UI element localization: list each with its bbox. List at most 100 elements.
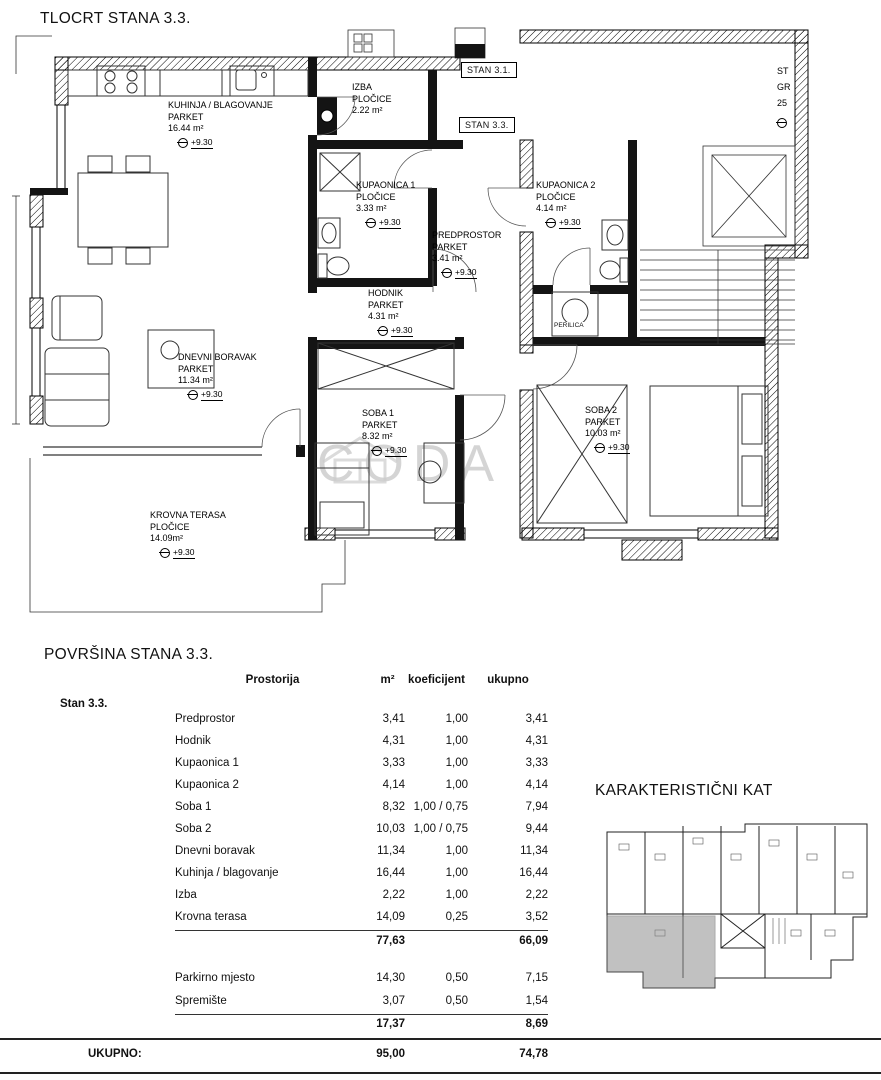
koef-cell: 1,00 xyxy=(445,713,468,725)
room-area: 4.14 m² xyxy=(536,203,567,214)
m2-cell: 4,14 xyxy=(382,779,405,791)
koef-cell: 1,00 xyxy=(445,735,468,747)
room-name: DNEVNI BORAVAK xyxy=(178,352,257,362)
koef-cell: 0,50 xyxy=(445,971,468,984)
total-cell: 4,31 xyxy=(525,735,548,747)
total-rule-top xyxy=(0,1038,881,1040)
koef-cell: 1,00 / 0,75 xyxy=(413,823,468,835)
room-label-hodnik: HODNIK PARKET 4.31 m² +9.30 xyxy=(368,288,413,340)
room-label-kupaonica-1: KUPAONICA 1 PLOČICE 3.33 m² +9.30 xyxy=(356,180,415,232)
koef-cell: 1,00 xyxy=(445,889,468,901)
subtotal-divider xyxy=(175,930,548,931)
elevation-marker: +9.30 xyxy=(377,326,413,338)
room-name-cell: Kupaonica 1 xyxy=(175,757,239,769)
total-cell: 1,54 xyxy=(525,994,548,1007)
grand-total-label: UKUPNO: xyxy=(88,1048,142,1060)
room-floor: PARKET xyxy=(168,111,204,122)
room-name: PREDPROSTOR xyxy=(432,230,502,240)
level-symbol-icon xyxy=(159,548,170,559)
room-area: 16.44 m² xyxy=(168,123,204,134)
room-floor: PARKET xyxy=(368,299,404,310)
koef-cell: 1,00 xyxy=(445,867,468,879)
apartment-tag-stan-3-1: STAN 3.1. xyxy=(461,62,517,78)
table-row: Spremište 3,07 0,50 1,54 xyxy=(175,989,548,1012)
terrace-outline xyxy=(12,35,346,613)
room-name: SOBA 2 xyxy=(585,405,618,415)
apartment-tag-stan-3-3: STAN 3.3. xyxy=(459,117,515,133)
total-cell: 3,33 xyxy=(525,757,548,769)
room-label-krovna-terasa: KROVNA TERASA PLOČICE 14.09m² +9.30 xyxy=(150,510,226,562)
koef-cell: 1,00 / 0,75 xyxy=(413,801,468,813)
room-name-cell: Krovna terasa xyxy=(175,911,247,923)
level-symbol-icon xyxy=(371,446,382,457)
room-label-kuhinja: KUHINJA / BLAGOVANJE PARKET 16.44 m² +9.… xyxy=(168,100,273,152)
room-label-dnevni-boravak: DNEVNI BORAVAK PARKET 11.34 m² +9.30 xyxy=(178,352,257,404)
edge-text-fragment: 25 xyxy=(777,98,788,108)
table-row: Hodnik 4,31 1,00 4,31 xyxy=(175,730,548,752)
room-name: KUHINJA / BLAGOVANJE xyxy=(168,100,273,110)
room-area: 3.33 m² xyxy=(356,203,387,214)
total-cell: 11,34 xyxy=(520,845,548,857)
level-symbol-icon xyxy=(377,326,388,337)
koef-cell: 1,00 xyxy=(445,757,468,769)
level-symbol-icon xyxy=(187,390,198,401)
key-plan-title: KARAKTERISTIČNI KAT xyxy=(595,782,773,799)
watermark: CODA xyxy=(315,432,505,494)
elevation-marker: +9.30 xyxy=(545,218,581,230)
subtotal-total: 8,69 xyxy=(525,1018,548,1030)
room-floor: PLOČICE xyxy=(356,191,396,202)
level-symbol-icon xyxy=(545,218,556,229)
m2-cell: 3,41 xyxy=(382,713,405,725)
room-name-cell: Spremište xyxy=(175,994,227,1007)
elevation-marker: +9.30 xyxy=(365,218,401,230)
room-name-cell: Predprostor xyxy=(175,713,236,725)
elevation-marker: +9.30 xyxy=(177,138,213,150)
room-label-soba-1: SOBA 1 PARKET 8.32 m² +9.30 xyxy=(362,408,407,460)
table-row: Soba 2 10,03 1,00 / 0,75 9,44 xyxy=(175,818,548,840)
total-rule-bottom xyxy=(0,1072,881,1074)
room-floor: PARKET xyxy=(432,241,468,252)
highlighted-unit xyxy=(606,915,716,989)
floor-plan: CODA .wh{fill:url(#hatch);stroke:#000;st… xyxy=(12,27,809,613)
subtotal-total: 66,09 xyxy=(519,935,548,947)
room-label-predprostor: PREDPROSTOR PARKET 3.41 m² +9.30 xyxy=(432,230,501,282)
watermark-house-icon xyxy=(322,436,398,484)
room-name-cell: Hodnik xyxy=(175,735,211,747)
subtotal-row-main: 77,63 66,09 xyxy=(175,935,548,947)
room-label-soba-2: SOBA 2 PARKET 10.03 m² +9.30 xyxy=(585,405,630,457)
room-name: HODNIK xyxy=(368,288,404,298)
header-m2: m² xyxy=(380,674,395,686)
room-name-cell: Kuhinja / blagovanje xyxy=(175,867,279,879)
koef-cell: 1,00 xyxy=(445,779,468,791)
room-area: 8.32 m² xyxy=(362,431,393,442)
total-cell: 7,94 xyxy=(525,801,548,813)
m2-cell: 8,32 xyxy=(382,801,405,813)
level-symbol-icon xyxy=(365,218,376,229)
table-row: Krovna terasa 14,09 0,25 3,52 xyxy=(175,906,548,928)
koef-cell: 0,50 xyxy=(445,994,468,1007)
level-symbol-icon xyxy=(594,443,605,454)
appliance-label-perilica: PERILICA xyxy=(553,322,585,329)
subtotal-divider xyxy=(175,1014,548,1015)
vent-shafts-group xyxy=(347,27,486,59)
m2-cell: 3,07 xyxy=(382,994,405,1007)
table-extra-rows: Parkirno mjesto 14,30 0,50 7,15 Spremišt… xyxy=(175,966,548,1012)
room-area: 11.34 m² xyxy=(178,375,213,386)
subtotal-m2: 17,37 xyxy=(376,1018,405,1030)
subtotal-row-extra: 17,37 8,69 xyxy=(175,1018,548,1030)
m2-cell: 4,31 xyxy=(382,735,405,747)
total-cell: 9,44 xyxy=(525,823,548,835)
exterior-walls-group xyxy=(29,29,809,561)
room-floor: PARKET xyxy=(178,363,214,374)
table-header-row: Prostorija m² koeficijent ukupno xyxy=(175,674,548,686)
elevation-marker: +9.30 xyxy=(187,390,223,402)
room-name-cell: Dnevni boravak xyxy=(175,845,255,857)
room-name-cell: Izba xyxy=(175,889,197,901)
page-title: TLOCRT STANA 3.3. xyxy=(40,10,191,27)
grand-total-m2: 95,00 xyxy=(376,1048,405,1060)
table-row: Predprostor 3,41 1,00 3,41 xyxy=(175,708,548,730)
door-arcs-group xyxy=(261,96,591,448)
room-name-cell: Soba 2 xyxy=(175,823,212,835)
table-row: Dnevni boravak 11,34 1,00 11,34 xyxy=(175,840,548,862)
m2-cell: 14,09 xyxy=(376,911,405,923)
